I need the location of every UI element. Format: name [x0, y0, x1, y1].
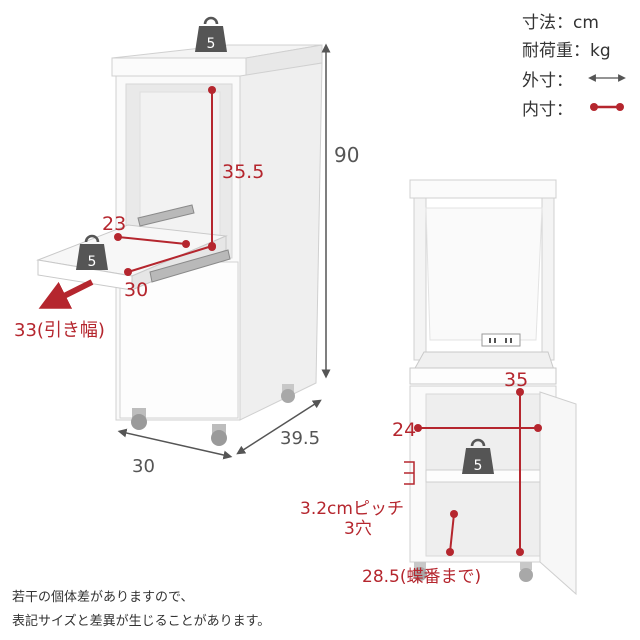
- right-caster-right: [519, 562, 533, 582]
- pitch-value-line2: 3穴: [344, 519, 372, 539]
- weight-icon: [76, 234, 108, 270]
- legend-inner: 内寸：: [522, 100, 573, 120]
- hinge-value: 28.5(蝶番まで): [362, 567, 481, 587]
- legend-load-unit: 耐荷重：kg: [522, 41, 611, 61]
- width-value: 30: [132, 456, 155, 477]
- load-right-label: 5: [474, 458, 483, 474]
- left-caster-front-left: [131, 408, 147, 430]
- right-cabinet: [409, 179, 577, 596]
- right-cabinet-frame-right: [541, 197, 555, 361]
- load-shelf-label: 5: [88, 254, 97, 270]
- hinge-depth-line: [449, 513, 455, 553]
- left-cabinet: [36, 44, 323, 446]
- left-caster-front-right: [211, 424, 227, 446]
- right-caster-left: [413, 562, 427, 581]
- width-dimension-arrow: [117, 428, 233, 460]
- left-slide-rail-upper: [137, 204, 195, 227]
- right-cabinet-open-back: [425, 207, 543, 341]
- pitch-value-line1: 3.2cmピッチ: [300, 499, 404, 519]
- shelf-depth-line: [117, 236, 187, 245]
- left-slide-rail-lower: [149, 249, 231, 283]
- inner-width-value: 35: [504, 369, 528, 391]
- note-line1: 若干の個体差がありますので、: [12, 590, 194, 605]
- right-cabinet-frame-left: [413, 197, 427, 361]
- inner-height-value: 35.5: [222, 161, 264, 183]
- right-pullout-tray-front: [409, 367, 557, 385]
- left-cabinet-top-front: [111, 57, 247, 77]
- inner-depth-value: 24: [392, 419, 416, 441]
- left-caster-back: [281, 384, 295, 403]
- depth-value: 39.5: [280, 428, 320, 449]
- shelf-width-line: [127, 245, 213, 273]
- weight-icon: [195, 16, 227, 52]
- right-cabinet-open-door: [539, 391, 577, 596]
- right-cabinet-top-front: [409, 179, 557, 199]
- legend-dimension-unit: 寸法：cm: [522, 13, 599, 33]
- legend-outer: 外寸：: [522, 71, 573, 91]
- shelf-width-value: 30: [124, 279, 148, 301]
- weight-icon: [462, 438, 494, 474]
- power-outlet: [481, 333, 521, 347]
- load-top-label: 5: [207, 36, 216, 52]
- height-value: 90: [334, 143, 359, 167]
- left-cabinet-side-panel: [239, 62, 323, 421]
- shelf-depth-value: 23: [102, 213, 126, 235]
- depth-dimension-arrow: [236, 399, 322, 455]
- note-line2: 表記サイズと差異が生じることがあります。: [12, 614, 271, 629]
- pull-out-value: 33(引き幅): [14, 320, 105, 341]
- right-pullout-tray: [413, 351, 555, 371]
- pull-out-arrow: [38, 279, 94, 309]
